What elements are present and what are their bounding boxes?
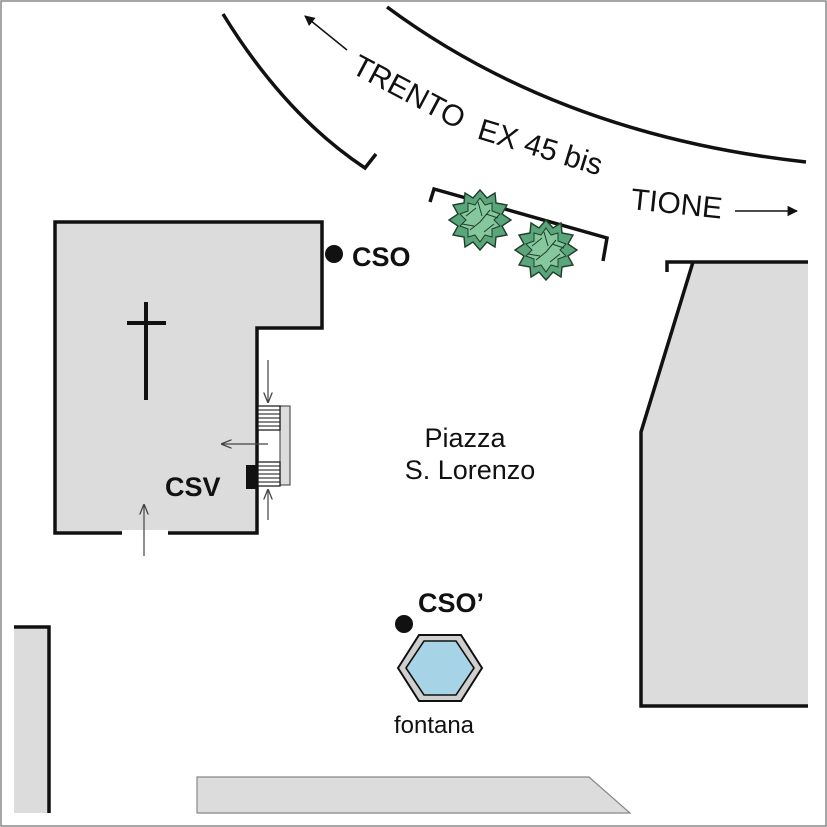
bottom-building (196, 776, 632, 814)
right-building-outline (639, 260, 808, 708)
csv-label: CSV (165, 472, 221, 502)
cso-prime-marker-dot (395, 615, 413, 633)
csv-marker-block (246, 465, 258, 489)
arrow-icon (304, 15, 348, 51)
road-outer-edge (385, 5, 807, 164)
cross-icon (127, 302, 166, 400)
church-outline (53, 220, 324, 535)
left-bottom-building (14, 627, 49, 813)
right-building (641, 262, 808, 706)
cso-prime-label: CSO’ (418, 588, 484, 618)
fountain (396, 634, 484, 702)
square-name-line1: Piazza (424, 423, 506, 453)
cso-marker-dot (325, 245, 343, 263)
square-name-line2: S. Lorenzo (405, 455, 536, 485)
church-steps (257, 405, 291, 487)
left-bottom-building-outline (14, 625, 51, 813)
fountain-label: fontana (394, 712, 475, 739)
cso-label: CSO (352, 242, 411, 272)
road-inner-edge (221, 13, 378, 171)
planter (428, 186, 609, 262)
